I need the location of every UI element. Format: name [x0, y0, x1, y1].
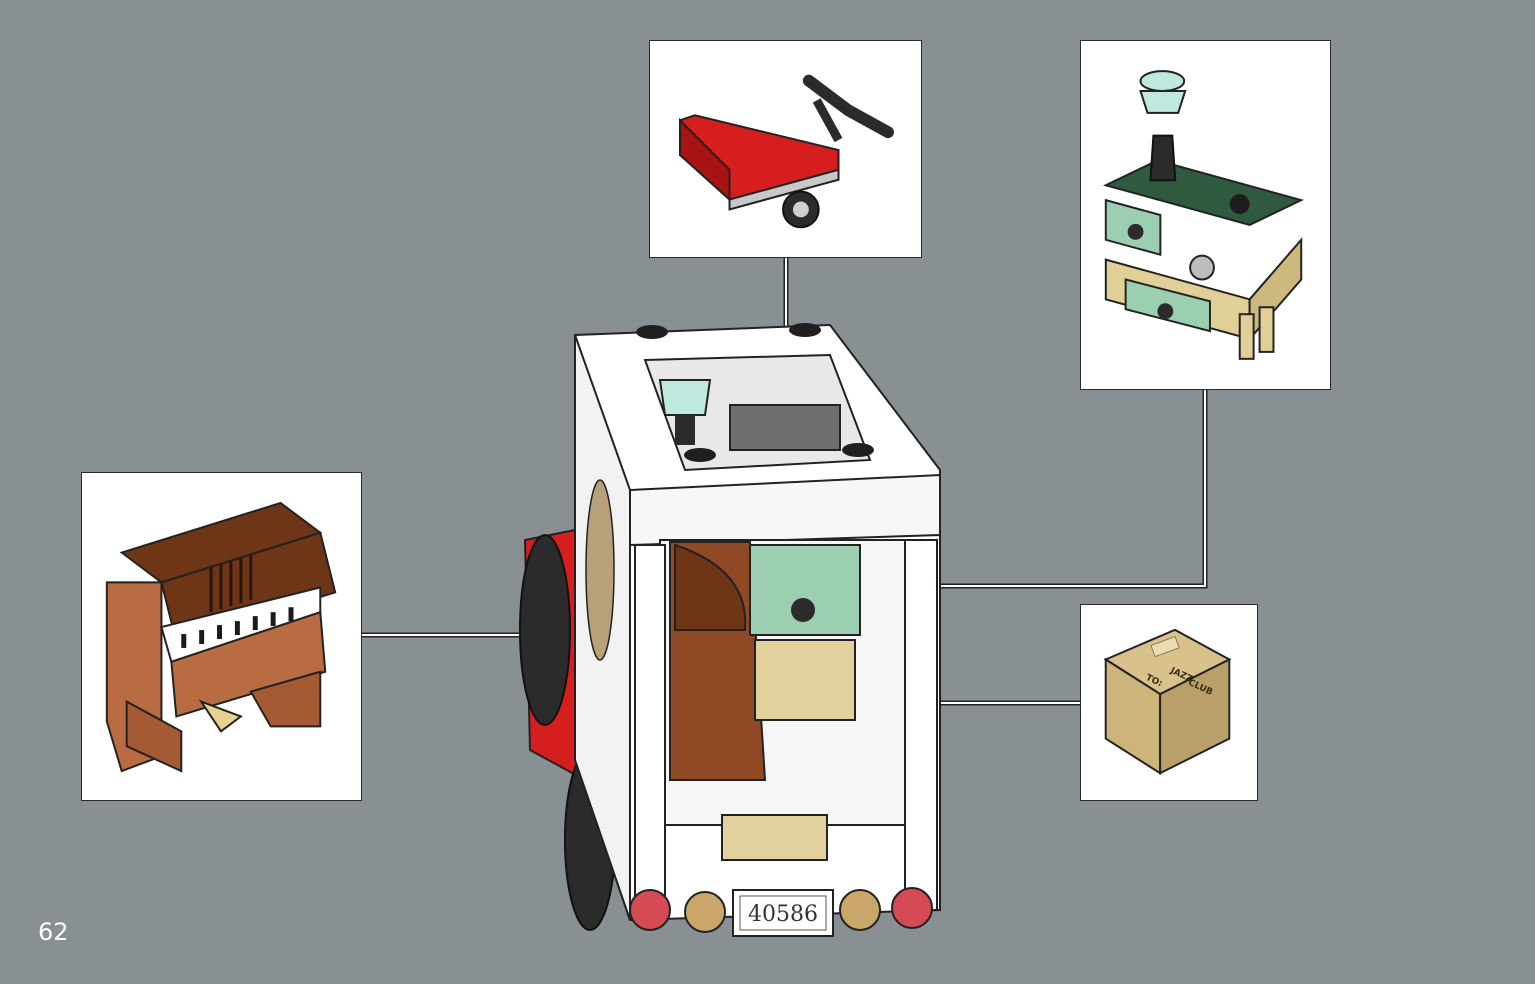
lamp-dresser-callout: [1080, 40, 1331, 390]
right-door: [904, 539, 938, 911]
side-mural: [585, 479, 615, 661]
piano-callout: [81, 472, 362, 801]
left-door: [634, 544, 666, 916]
wheel-front: [519, 534, 571, 726]
page-number: 62: [38, 918, 69, 946]
roof-stud: [636, 325, 668, 339]
piano-illustration: [105, 501, 337, 773]
rear-light: [684, 891, 726, 933]
hand-truck-illustration: [678, 74, 894, 229]
lamp-dresser-illustration: [1102, 70, 1305, 360]
truck-model: 40586: [519, 323, 941, 937]
lamp-in-truck: [658, 379, 712, 416]
roof-stud: [789, 323, 821, 337]
lamp-dresser-connector: [870, 390, 1208, 586]
rear-step: [721, 814, 828, 861]
crates-in-truck: [754, 639, 856, 721]
roof-stud: [842, 443, 874, 457]
hand-truck-in-truck: [729, 404, 841, 451]
tail-light-right: [891, 887, 933, 929]
rear-light: [839, 889, 881, 931]
hand-truck-callout: [649, 40, 922, 258]
roof-stud: [684, 448, 716, 462]
tail-light-left: [629, 889, 671, 931]
license-plate-number: 40586: [748, 902, 818, 927]
crate-illustration: TO: JAZZ CLUB: [1103, 628, 1232, 775]
crate-callout: TO: JAZZ CLUB: [1080, 604, 1258, 801]
